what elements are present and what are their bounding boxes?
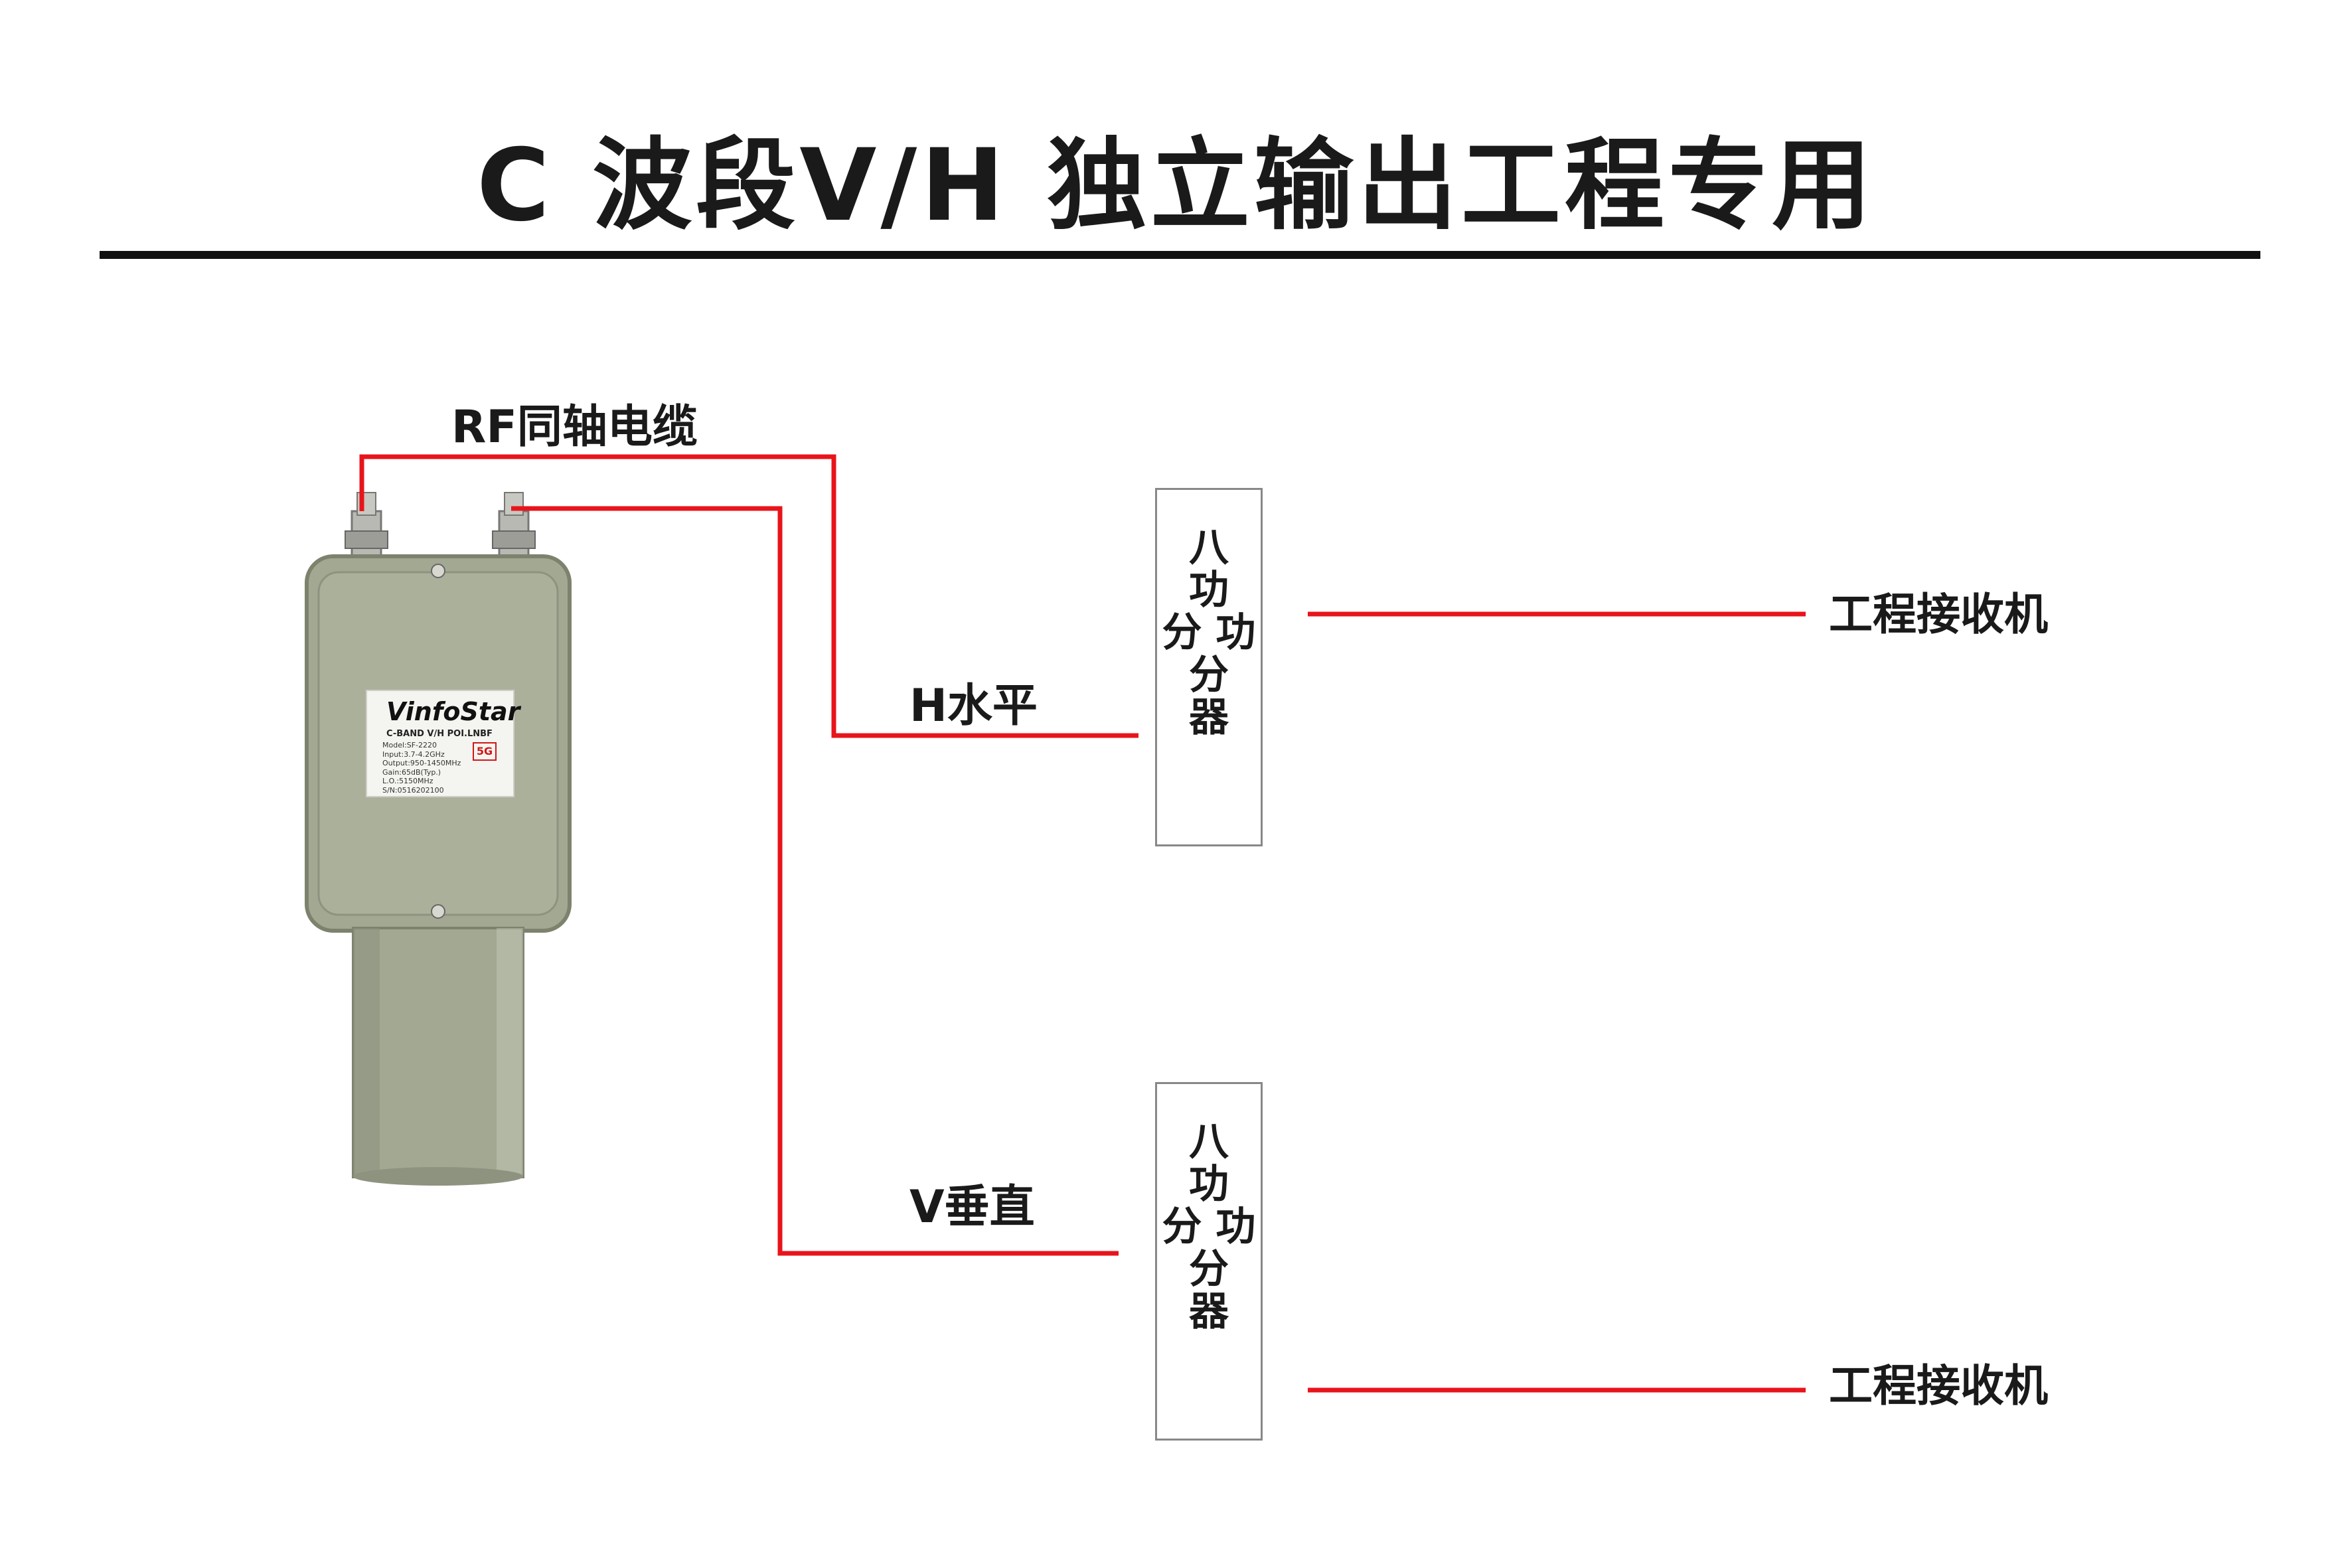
- splitter-label: 八 功 分 功 分 器: [1162, 1119, 1256, 1335]
- splitter-box-1: 八 功 分 功 分 器: [1155, 488, 1263, 846]
- h-connector: [345, 492, 388, 559]
- horizontal-label: H水平: [909, 680, 1038, 732]
- cable-label: RF同轴电缆: [451, 401, 698, 453]
- splitter-box-2: 八 功 分 功 分 器: [1155, 1082, 1263, 1441]
- product-label: [366, 690, 514, 797]
- 5g-badge: 5G: [473, 742, 497, 761]
- splitter-label: 八 功 分 功 分 器: [1162, 524, 1256, 741]
- receiver-label-1: 工程接收机: [1829, 589, 2048, 640]
- wires: [359, 454, 1806, 1393]
- brand-logo: VinfoStar: [386, 697, 520, 726]
- product-label-text: VinfoStar C-BAND V/H POI.LNBF Model:SF-2…: [366, 690, 520, 797]
- receiver-label-2: 工程接收机: [1829, 1360, 2048, 1411]
- title-divider: [100, 251, 2260, 259]
- vertical-label: V垂直: [909, 1181, 1035, 1233]
- lnb-device: [305, 492, 572, 1186]
- screw-icon: [431, 564, 445, 578]
- h-polarization-wire: [359, 454, 1138, 738]
- v-connector: [492, 492, 536, 559]
- spec-list: Model:SF-2220 Input:3.7-4.2GHz Output:95…: [382, 741, 461, 795]
- model-line: C-BAND V/H POI.LNBF: [386, 729, 493, 739]
- page-title: C 波段V/H 独立输出工程专用: [477, 128, 1875, 244]
- v-polarization-wire: [511, 506, 1119, 1256]
- screw-icon: [431, 904, 445, 919]
